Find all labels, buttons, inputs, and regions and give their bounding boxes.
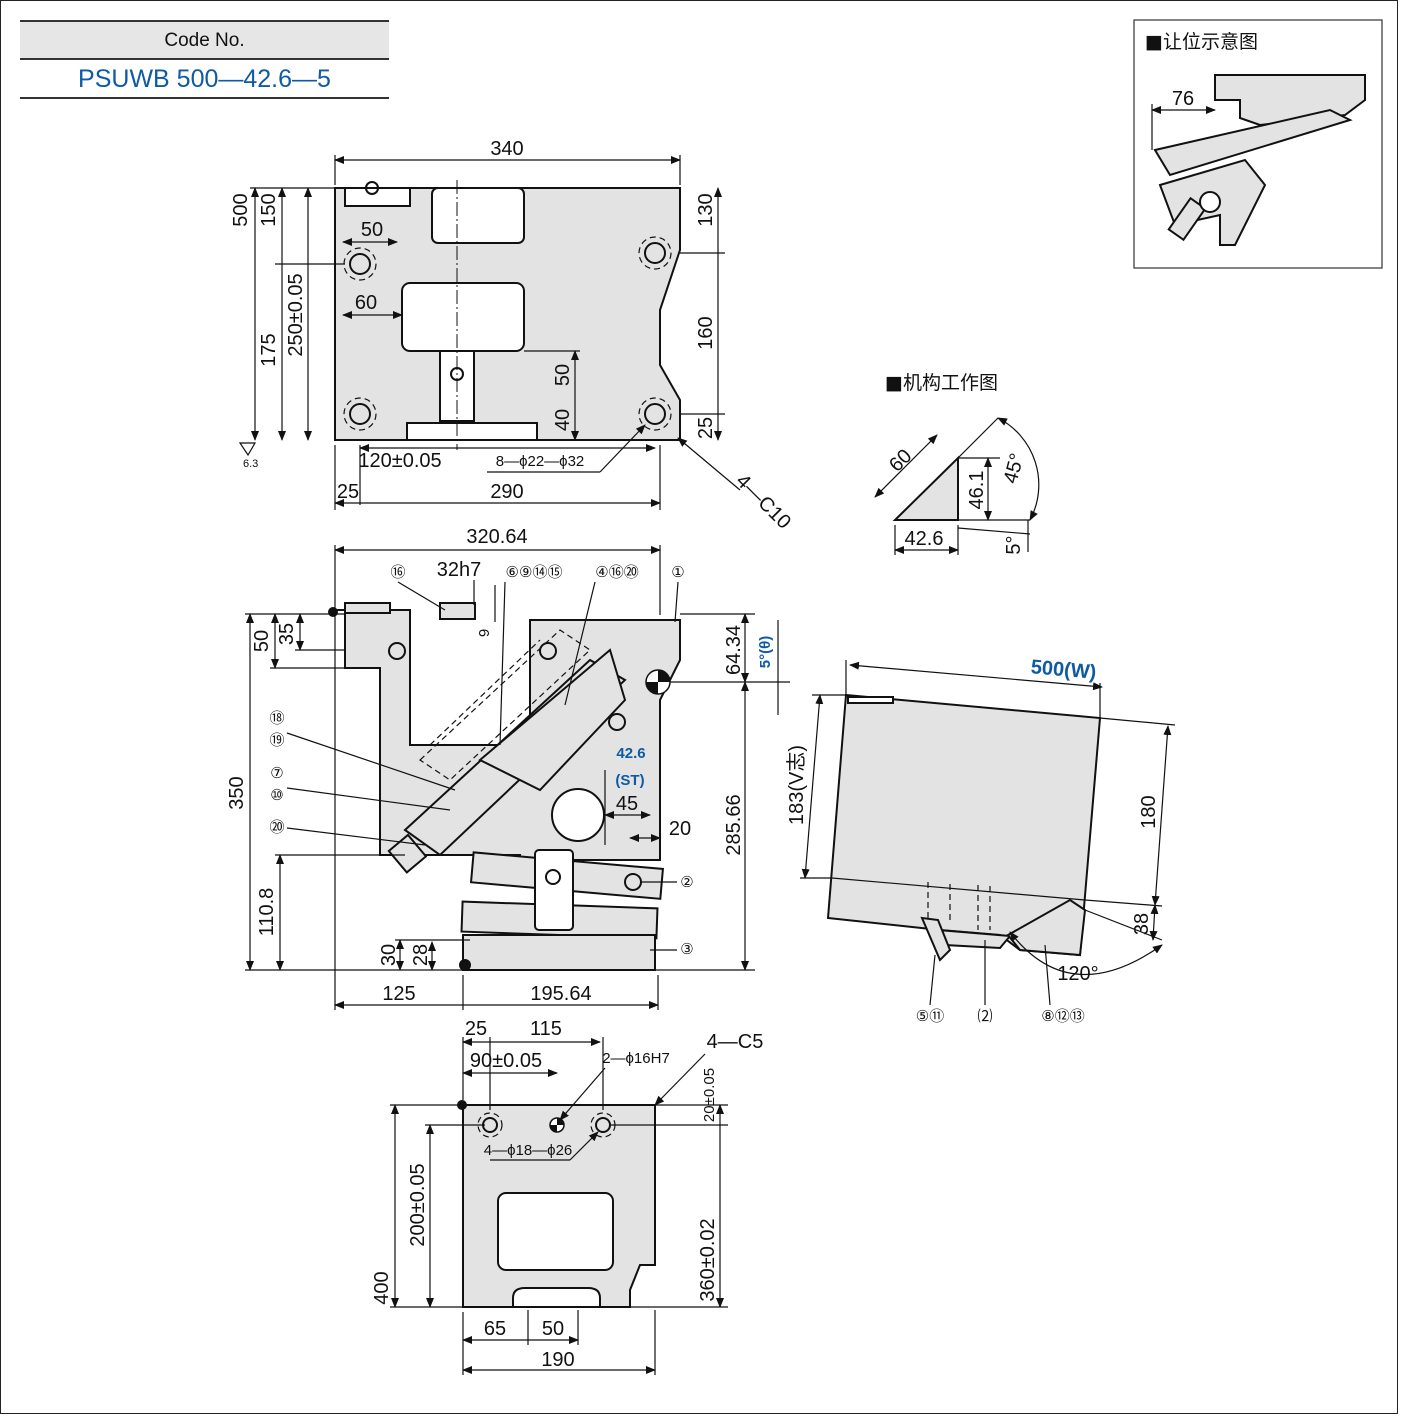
dim-45: 45 <box>616 793 638 815</box>
dim-290: 290 <box>490 481 523 503</box>
label-3: ③ <box>680 941 693 958</box>
dim-76: 76 <box>1172 88 1194 110</box>
workpiece-diagram: 500(W) 183(V志) 180 38 120° ⑤⑪ ⑵ ⑧⑫⑬ <box>785 656 1176 1025</box>
dim-9: 9 <box>476 629 493 637</box>
code-number-box: Code No. PSUWB 500—42.6—5 <box>20 20 389 99</box>
dim-250: 250±0.05 <box>285 273 307 356</box>
dim-160: 160 <box>695 316 717 349</box>
bolt-hole-icon <box>343 181 672 431</box>
label-2: ② <box>680 874 693 891</box>
dim-320-64: 320.64 <box>466 526 527 548</box>
mech-dim-46-1: 46.1 <box>966 471 988 510</box>
label-22: ⑵ <box>977 1008 992 1025</box>
mech-angle-45: 45° <box>1000 451 1029 486</box>
dim-50-front: 50 <box>251 630 273 652</box>
label-10: ⑩ <box>270 787 283 804</box>
dim-400: 400 <box>371 1271 393 1304</box>
dim-50: 50 <box>361 219 383 241</box>
dim-holes-4: 4—ϕ18—ϕ26 <box>484 1142 573 1159</box>
dim-28: 28 <box>410 944 432 966</box>
label-1: ① <box>671 564 684 581</box>
dim-200: 200±0.05 <box>407 1163 429 1246</box>
dim-190: 190 <box>541 1349 574 1371</box>
dim-500: 500 <box>230 193 252 226</box>
dim-125: 125 <box>382 983 415 1005</box>
dim-150: 150 <box>258 193 280 226</box>
dim-130: 130 <box>695 193 717 226</box>
dim-chamfer-c5: 4—C5 <box>707 1031 764 1053</box>
dim-25-right: 25 <box>695 417 717 439</box>
label-19: ⑲ <box>269 732 284 749</box>
dim-50-v: 50 <box>552 364 574 386</box>
bottom-view: 25 115 90±0.05 2—ϕ16H7 4—C5 4—ϕ18—ϕ26 20… <box>371 1018 763 1375</box>
ball-icon <box>551 788 605 842</box>
mechanism-title: ■机构工作图 <box>885 372 998 394</box>
dim-60: 60 <box>355 292 377 314</box>
driver-block <box>478 648 627 792</box>
dim-340: 340 <box>490 138 523 160</box>
bolt-head <box>387 833 428 874</box>
dim-holes-8: 8—ϕ22—ϕ32 <box>496 453 585 470</box>
dim-175: 175 <box>258 333 280 366</box>
dim-25-bottom: 25 <box>337 481 359 503</box>
dim-110-8: 110.8 <box>256 888 278 937</box>
label-7: ⑦ <box>270 765 283 782</box>
mech-dim-42-6: 42.6 <box>905 528 944 550</box>
stroke-42-6: 42.6 <box>616 745 645 762</box>
dim-115: 115 <box>530 1018 562 1040</box>
clearance-title: ■让位示意图 <box>1145 31 1258 53</box>
dim-360: 360±0.02 <box>697 1218 719 1301</box>
top-key <box>344 602 391 614</box>
label-5-11: ⑤⑪ <box>916 1008 944 1025</box>
dim-35: 35 <box>276 623 298 645</box>
mech-angle-5: 5° <box>1003 535 1025 554</box>
top-view: 340 500 150 175 250±0.05 50 60 130 160 2… <box>230 138 795 533</box>
dim-65: 65 <box>484 1318 506 1340</box>
dim-90: 90±0.05 <box>470 1050 542 1072</box>
dim-50-bottom: 50 <box>542 1318 564 1340</box>
dim-120: 120±0.05 <box>358 450 441 472</box>
dim-195-64: 195.64 <box>530 983 591 1005</box>
top-pocket <box>431 187 525 244</box>
code-number-value: PSUWB 500—42.6—5 <box>20 60 389 99</box>
mechanism-diagram: ■机构工作图 60 46.1 45° 42.6 5° <box>874 372 1040 555</box>
slot-32h7 <box>439 602 476 620</box>
dim-183: 183(V志) <box>785 745 808 825</box>
label-8-12-13: ⑧⑫⑬ <box>1041 1008 1084 1025</box>
label-17: ⑯ <box>390 564 405 581</box>
roughness-mark: 6.3 <box>243 458 258 470</box>
key-slot <box>406 422 538 441</box>
mech-dim-60: 60 <box>885 445 916 476</box>
angle-120: 120° <box>1057 963 1098 985</box>
front-view: 320.64 32h7 9 ⑯ ⑥⑨⑭⑮ ④⑯⑳ ① 50 35 350 110… <box>226 526 790 1010</box>
dim-30: 30 <box>378 944 400 966</box>
label-6-9-14-15: ⑥⑨⑭⑮ <box>506 564 563 581</box>
guide-post <box>534 849 574 931</box>
center-pocket <box>401 282 525 352</box>
dim-chamfer-c10: 4—C10 <box>731 470 795 534</box>
dim-40-v: 40 <box>552 409 574 431</box>
label-20: ⑳ <box>269 819 284 836</box>
base-plate <box>462 934 656 971</box>
clearance-diagram: ■让位示意图 76 <box>1133 19 1383 269</box>
dim-20-005: 20±0.05 <box>701 1068 718 1122</box>
dim-180: 180 <box>1138 795 1160 828</box>
angle-theta: 5°(θ) <box>757 636 774 668</box>
dim-25-bottom-view: 25 <box>465 1018 487 1040</box>
code-number-header: Code No. <box>20 20 389 60</box>
dim-64-34: 64.34 <box>723 625 745 675</box>
dim-350: 350 <box>226 776 248 809</box>
bottom-pocket <box>497 1192 614 1271</box>
dim-20: 20 <box>669 818 691 840</box>
stroke-st: (ST) <box>615 772 644 789</box>
label-18: ⑱ <box>269 710 284 727</box>
dim-285-66: 285.66 <box>723 794 745 855</box>
dim-38: 38 <box>1131 913 1153 935</box>
dim-32h7: 32h7 <box>437 559 482 581</box>
dim-500-w: 500(W) <box>1030 656 1097 684</box>
label-4-16-21: ④⑯⑳ <box>595 564 638 581</box>
dim-pin: 2—ϕ16H7 <box>602 1050 670 1067</box>
